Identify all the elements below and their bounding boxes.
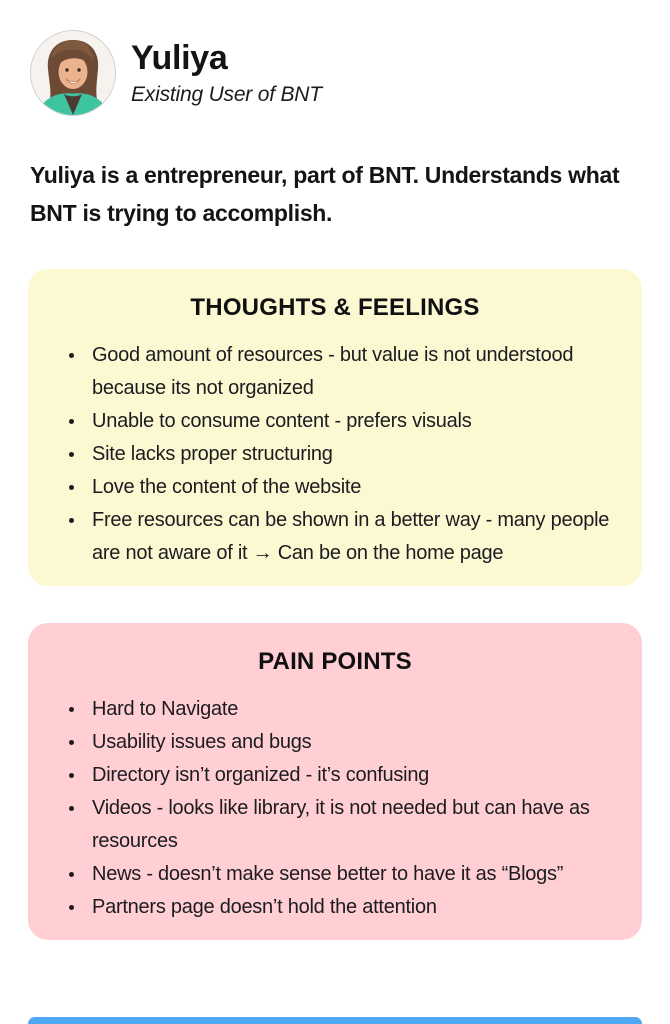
pain-points-list: Hard to Navigate Usability issues and bu…: [64, 693, 634, 924]
list-item: Good amount of resources - but value is …: [86, 339, 634, 405]
list-item: Hard to Navigate: [86, 693, 634, 726]
thoughts-feelings-title: THOUGHTS & FEELINGS: [190, 294, 480, 321]
list-item: Site lacks proper structuring: [86, 438, 634, 471]
persona-header: Yuliya Existing User of BNT: [30, 30, 640, 116]
avatar: [30, 30, 116, 116]
list-item: Videos - looks like library, it is not n…: [86, 792, 634, 858]
list-item: Free resources can be shown in a better …: [86, 504, 634, 570]
pain-points-title: PAIN POINTS: [258, 648, 412, 675]
persona-identity: Yuliya Existing User of BNT: [131, 39, 322, 107]
list-item: Love the content of the website: [86, 471, 634, 504]
list-item: Partners page doesn’t hold the attention: [86, 891, 634, 924]
list-item: Unable to consume content - prefers visu…: [86, 405, 634, 438]
thoughts-feelings-list: Good amount of resources - but value is …: [64, 339, 634, 570]
section-thoughts-feelings: THOUGHTS & FEELINGS Good amount of resou…: [28, 269, 642, 586]
next-section-peek: [28, 1017, 642, 1024]
persona-name: Yuliya: [131, 38, 228, 77]
list-item: Usability issues and bugs: [86, 726, 634, 759]
persona-role: Existing User of BNT: [131, 83, 322, 107]
avatar-photo-illustration: [31, 31, 115, 115]
list-item: News - doesn’t make sense better to have…: [86, 858, 634, 891]
list-item: Directory isn’t organized - it’s confusi…: [86, 759, 634, 792]
persona-description: Yuliya is a entrepreneur, part of BNT. U…: [30, 162, 620, 226]
section-pain-points: PAIN POINTS Hard to Navigate Usability i…: [28, 623, 642, 940]
